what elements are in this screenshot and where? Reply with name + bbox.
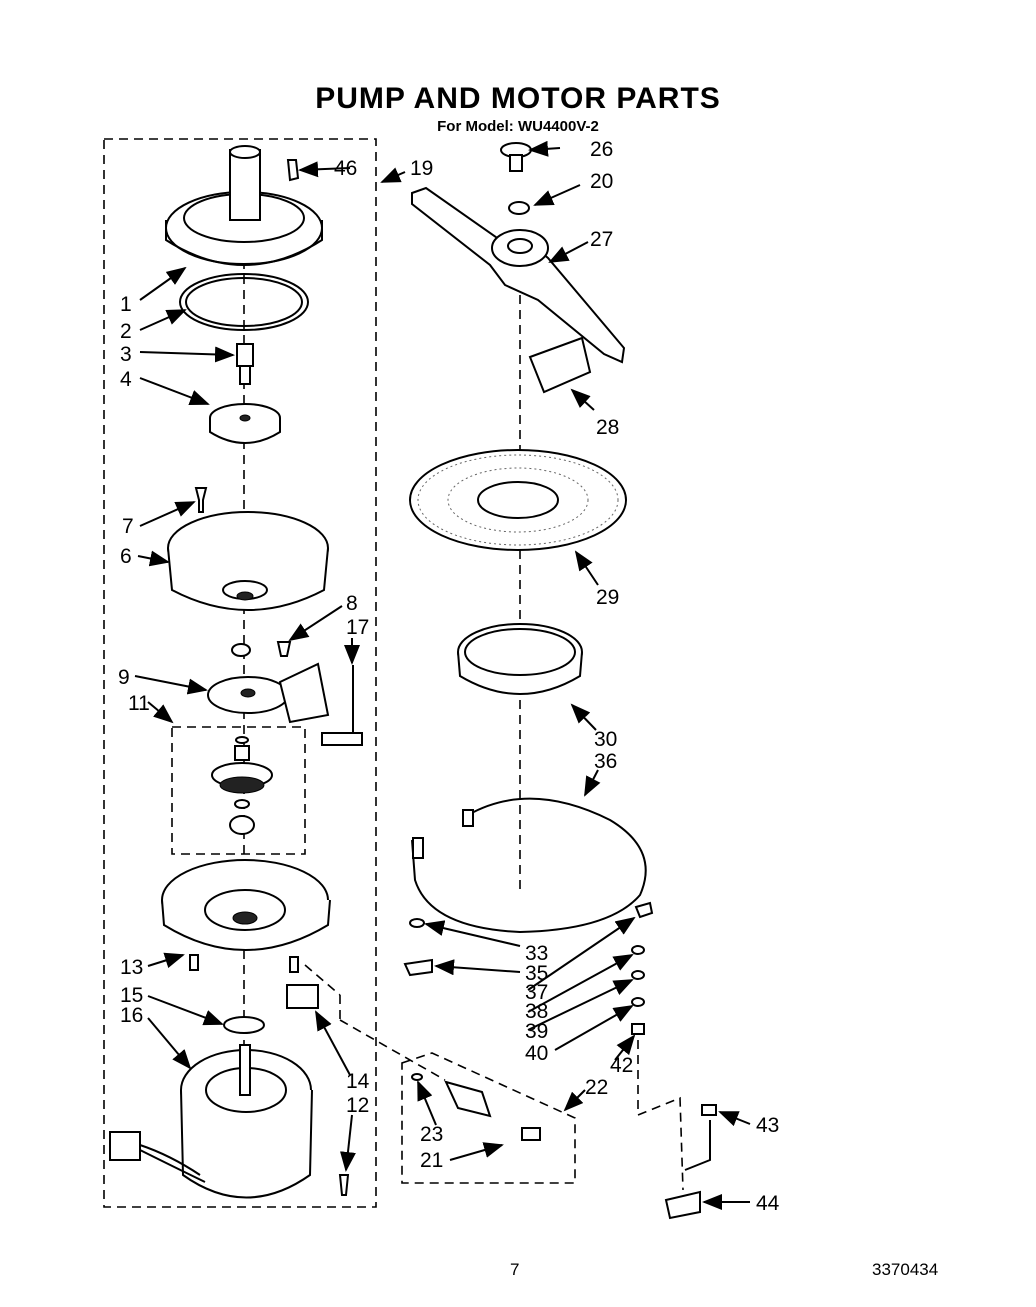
impeller bbox=[211, 736, 273, 835]
callout-15: 15 bbox=[120, 984, 143, 1007]
motor-mount bbox=[161, 859, 331, 973]
ground-wire bbox=[684, 1120, 711, 1171]
callout-35: 35 bbox=[525, 962, 548, 985]
callout-20: 20 bbox=[590, 170, 613, 193]
document-number: 3370434 bbox=[872, 1260, 939, 1279]
callout-12: 12 bbox=[346, 1094, 369, 1117]
callout-14: 14 bbox=[346, 1070, 370, 1093]
callout-17: 17 bbox=[346, 616, 369, 639]
drain-solenoid bbox=[411, 1073, 541, 1141]
o-ring-inner bbox=[185, 277, 303, 327]
callout-37: 37 bbox=[525, 981, 548, 1004]
spray-arm-washer bbox=[508, 201, 530, 215]
callout-11: 11 bbox=[128, 692, 150, 715]
lower-spray-arm bbox=[411, 186, 626, 364]
callout-19: 19 bbox=[410, 157, 433, 180]
washer-a bbox=[631, 945, 645, 955]
callout-3: 3 bbox=[120, 343, 132, 366]
callout-23: 23 bbox=[420, 1123, 443, 1146]
callout-46: 46 bbox=[334, 157, 357, 180]
callout-43: 43 bbox=[756, 1114, 779, 1137]
filter-screen bbox=[409, 449, 627, 551]
pump-body bbox=[167, 511, 329, 611]
spray-arm-clip bbox=[528, 336, 592, 394]
callout-40: 40 bbox=[525, 1042, 548, 1065]
mounting-plate bbox=[207, 662, 330, 724]
filter-ring bbox=[457, 623, 583, 695]
washer-c bbox=[631, 997, 645, 1007]
seal-washer bbox=[231, 643, 251, 657]
heater-washer bbox=[409, 918, 425, 928]
callout-16: 16 bbox=[120, 1004, 143, 1027]
check-valve bbox=[236, 343, 254, 385]
callout-13: 13 bbox=[120, 956, 143, 979]
callout-39: 39 bbox=[525, 1020, 548, 1043]
page-title: PUMP AND MOTOR PARTS bbox=[315, 82, 721, 115]
ground-clip bbox=[664, 1190, 701, 1220]
pump-housing-cover bbox=[165, 145, 323, 266]
callout-4: 4 bbox=[120, 368, 132, 391]
screw bbox=[194, 487, 208, 513]
callout-1: 1 bbox=[120, 293, 132, 316]
callout-26: 26 bbox=[590, 138, 613, 161]
pump-assembly-boundary bbox=[103, 138, 377, 1208]
heating-element bbox=[411, 797, 647, 934]
callout-21: 21 bbox=[420, 1149, 443, 1172]
heater-clamp bbox=[634, 901, 654, 919]
callout-6: 6 bbox=[120, 545, 132, 568]
motor bbox=[109, 1044, 313, 1199]
callout-28: 28 bbox=[596, 416, 619, 439]
callout-2: 2 bbox=[120, 320, 132, 343]
ground-route bbox=[637, 1040, 684, 1191]
motor-washer bbox=[223, 1016, 265, 1034]
ground-screw bbox=[701, 1104, 717, 1116]
callout-22: 22 bbox=[585, 1076, 608, 1099]
callout-7: 7 bbox=[122, 515, 134, 538]
callout-8: 8 bbox=[346, 592, 358, 615]
callout-36: 36 bbox=[594, 750, 617, 773]
heater-clip bbox=[403, 958, 433, 977]
spray-arm-cap bbox=[500, 142, 532, 172]
callout-29: 29 bbox=[596, 586, 619, 609]
callout-9: 9 bbox=[118, 666, 130, 689]
page-number: 7 bbox=[510, 1260, 520, 1279]
impeller-group-boundary bbox=[171, 726, 306, 855]
callout-38: 38 bbox=[525, 1000, 548, 1023]
callout-27: 27 bbox=[590, 228, 613, 251]
callout-30: 30 bbox=[594, 728, 617, 751]
washer-b bbox=[631, 970, 645, 980]
hex-nut bbox=[631, 1023, 645, 1035]
pump-cap bbox=[209, 403, 281, 444]
callout-44: 44 bbox=[756, 1192, 780, 1215]
callout-33: 33 bbox=[525, 942, 548, 965]
small-screw bbox=[276, 641, 292, 657]
model-subtitle: For Model: WU4400V-2 bbox=[437, 118, 599, 135]
callout-42: 42 bbox=[610, 1054, 633, 1077]
mount-bracket bbox=[286, 984, 319, 1009]
motor-screw bbox=[338, 1174, 350, 1196]
o-ring bbox=[179, 273, 309, 331]
heater-sensor bbox=[321, 665, 363, 746]
